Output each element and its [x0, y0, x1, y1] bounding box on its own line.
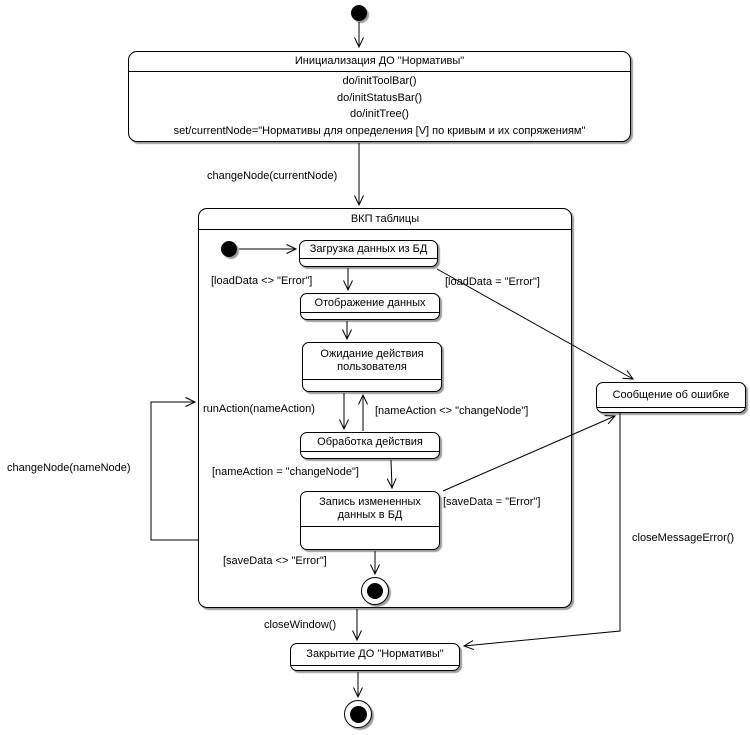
empty-compartment [301, 526, 439, 549]
empty-compartment [597, 407, 745, 412]
state-title: Закрытие ДО "Нормативы" [306, 648, 444, 660]
empty-compartment [301, 451, 439, 458]
final-state-inner[interactable] [361, 577, 389, 605]
transition-label-close-window: closeWindow() [264, 619, 337, 631]
final-state-core [349, 705, 367, 723]
transition-label-action-not-changenode: [nameAction <> "changeNode"] [375, 405, 529, 417]
transition-label-save-error: [saveData = "Error"] [443, 496, 541, 508]
state-title: Ожидание действия пользователя [320, 348, 424, 373]
transition-label-change-node-current: changeNode(currentNode) [207, 170, 338, 182]
arrow-composite-self-loop [150, 397, 198, 541]
initial-state-top[interactable] [351, 5, 367, 21]
state-title: ВКП таблицы [199, 209, 571, 230]
empty-compartment [291, 665, 459, 670]
final-state-bottom[interactable] [344, 700, 372, 728]
state-title: Обработка действия [317, 435, 423, 448]
transition-label-load-ok: [loadData <> "Error"] [211, 275, 313, 287]
transition-label-save-ok: [saveData <> "Error"] [223, 555, 327, 567]
state-display-data[interactable]: Отображение данных [300, 293, 440, 320]
empty-compartment [303, 379, 441, 391]
state-title: Инициализация ДО "Нормативы" [129, 52, 630, 72]
empty-compartment [300, 258, 437, 266]
state-title: Сообщение об ошибке [612, 388, 730, 401]
initial-state-inner[interactable] [221, 241, 237, 257]
action-line: do/initStatusBar() [337, 91, 422, 104]
action-line: set/currentNode="Нормативы для определен… [173, 125, 586, 138]
state-title: Запись измененных данных в БД [319, 496, 421, 521]
transition-label-run-action: runAction(nameAction) [203, 403, 315, 415]
action-line: do/initTree() [350, 108, 409, 121]
action-line: do/initToolBar() [342, 74, 417, 87]
final-state-core [367, 583, 383, 599]
transition-label-change-node-name: changeNode(nameNode) [7, 462, 131, 474]
state-error-message[interactable]: Сообщение об ошибке [596, 382, 746, 413]
state-save-data[interactable]: Запись измененных данных в БД [300, 491, 440, 550]
state-process-action[interactable]: Обработка действия [300, 432, 440, 459]
transition-label-load-error: [loadData = "Error"] [445, 276, 540, 288]
state-title: Загрузка данных из БД [309, 243, 428, 255]
transition-label-close-message-error: closeMessageError() [632, 532, 735, 544]
state-title: Отображение данных [314, 296, 426, 309]
state-wait-user-action[interactable]: Ожидание действия пользователя [302, 342, 442, 392]
state-load-data[interactable]: Загрузка данных из БД [299, 240, 438, 267]
state-close-do-normativy[interactable]: Закрытие ДО "Нормативы" [290, 643, 460, 671]
transition-label-action-is-changenode: [nameAction = "changeNode"] [212, 466, 359, 478]
state-actions: do/initToolBar() do/initStatusBar() do/i… [129, 72, 630, 141]
state-init-do-normativy[interactable]: Инициализация ДО "Нормативы" do/initTool… [128, 51, 631, 142]
empty-compartment [301, 312, 439, 319]
